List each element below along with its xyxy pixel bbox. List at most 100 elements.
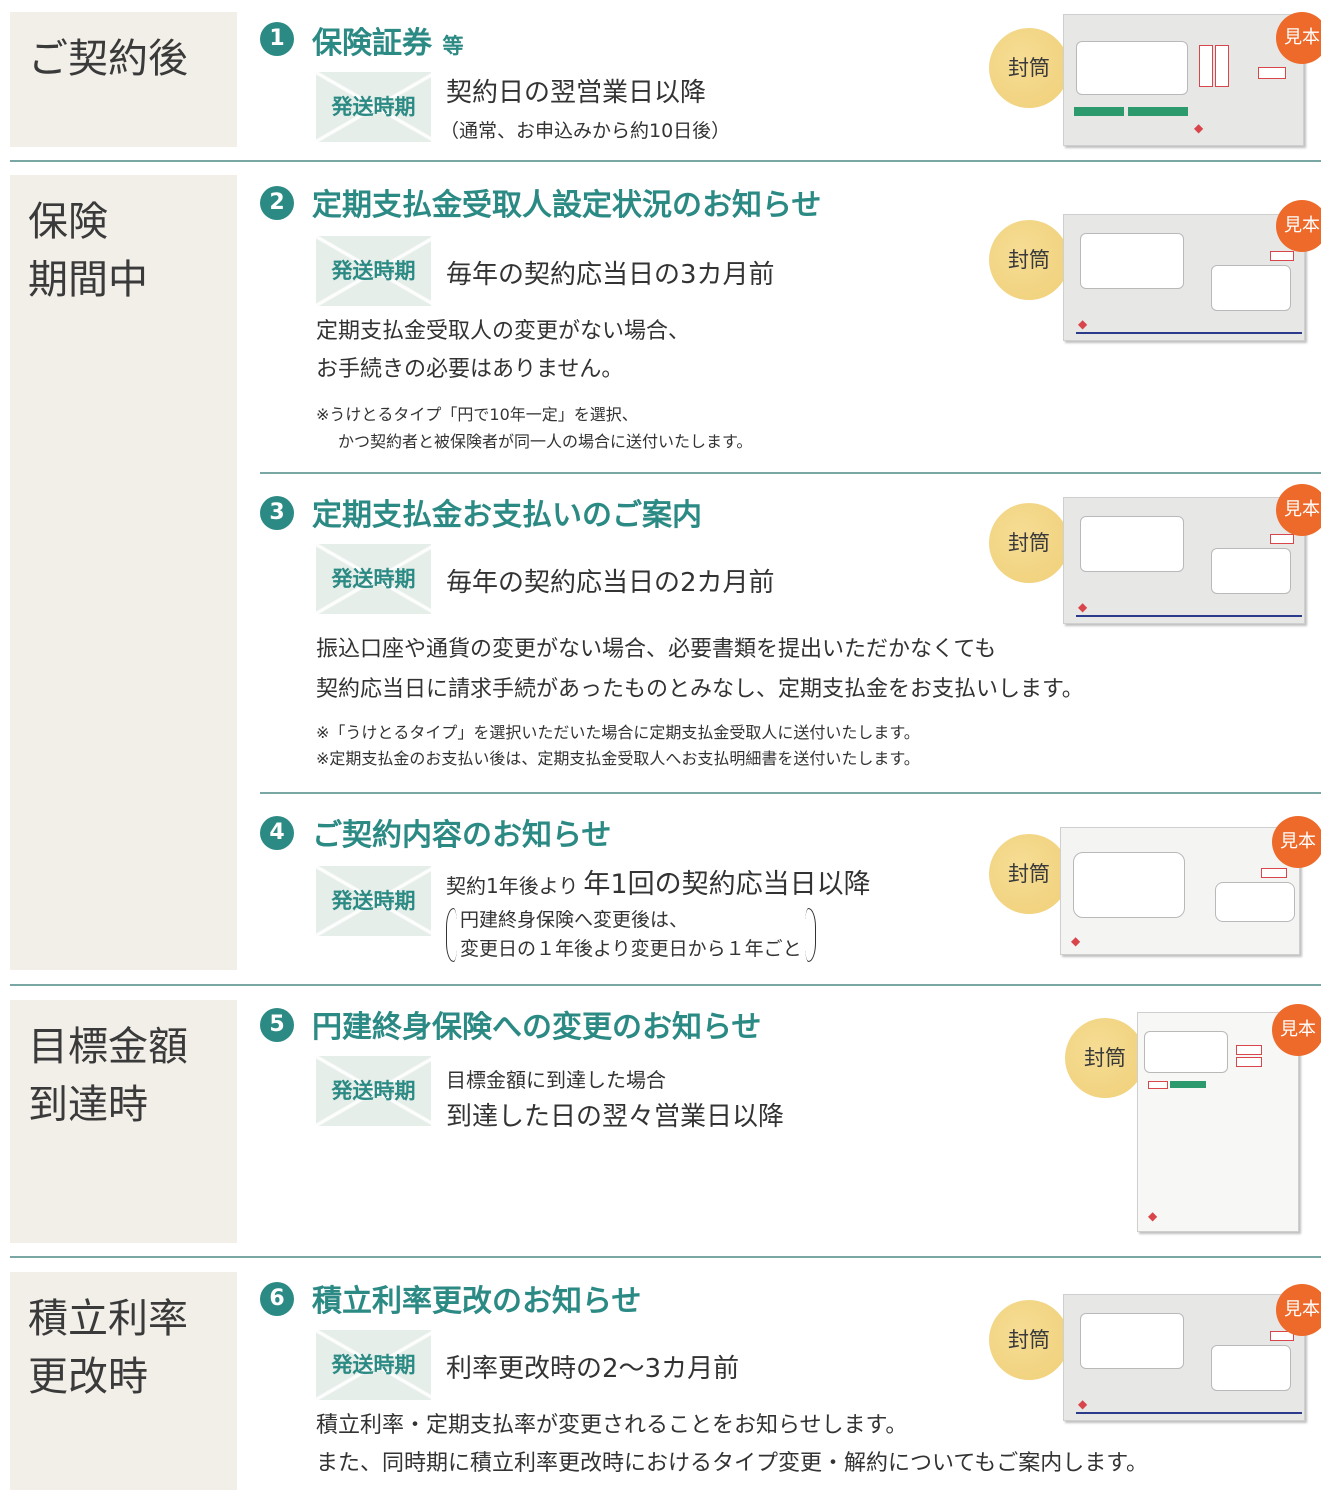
envelope-image: ◆ <box>1063 1294 1305 1421</box>
sample-badge: 見本 <box>1276 1284 1321 1336</box>
envelope-label: 封筒 <box>989 28 1069 108</box>
item-title: 定期支払金受取人設定状況のお知らせ <box>312 188 822 223</box>
send-timing-main: 年1回の契約応当日以降 <box>583 869 871 900</box>
section-label: ご契約後 <box>28 36 188 82</box>
envelope-image: ◆ <box>1060 827 1300 955</box>
send-timing-note: （通常、お申込みから約10日後） <box>440 120 731 142</box>
note-line: ※定期支払金のお支払い後は、定期支払金受取人へお支払明細書を送付いたします。 <box>316 749 920 768</box>
envelope-window <box>1080 516 1184 572</box>
envelope-green-label <box>1128 107 1188 116</box>
send-timing-prefix: 契約1年後より <box>446 874 579 898</box>
envelope-window <box>1211 548 1291 594</box>
body-line: お手続きの必要はありません。 <box>316 357 624 382</box>
body-line: また、同時期に積立利率更改時におけるタイプ変更・解約についてもご案内します。 <box>316 1451 1149 1476</box>
sample-badge: 見本 <box>1276 484 1321 536</box>
envelope-window <box>1073 852 1185 918</box>
envelope-window <box>1144 1031 1228 1073</box>
send-timing-value: 毎年の契約応当日の3カ月前 <box>446 260 775 290</box>
send-timing-badge: 発送時期 <box>316 236 431 306</box>
note-line: ※うけとるタイプ「円で10年一定」を選択、 <box>316 405 638 424</box>
item-number: 2 <box>260 186 294 220</box>
envelope-image: ◆ <box>1063 497 1305 624</box>
send-timing-value: 毎年の契約応当日の2カ月前 <box>446 568 775 598</box>
envelope-window <box>1215 882 1295 922</box>
company-logo-icon: ◆ <box>1071 934 1081 948</box>
body-line: 振込口座や通貨の変更がない場合、必要書類を提出いただかなくても <box>316 637 997 662</box>
send-timing-label: 発送時期 <box>331 1079 416 1103</box>
envelope-window <box>1080 233 1184 289</box>
envelope-green-label <box>1074 107 1124 116</box>
envelope-window <box>1080 1313 1184 1369</box>
envelope-window <box>1211 1345 1291 1391</box>
envelope-label: 封筒 <box>989 1300 1069 1380</box>
send-timing-prefix: 目標金額に到達した場合 <box>446 1068 666 1092</box>
envelope-stripe <box>1076 1412 1302 1414</box>
envelope-image: ◆ <box>1137 1012 1299 1232</box>
company-logo-icon: ◆ <box>1148 1209 1158 1223</box>
send-timing-badge: 発送時期 <box>316 1056 431 1126</box>
envelope-stamp <box>1148 1081 1168 1089</box>
send-timing-badge: 発送時期 <box>316 866 431 936</box>
section-during-period: 保険 期間中 <box>10 175 237 970</box>
note-line: かつ契約者と被保険者が同一人の場合に送付いたします。 <box>338 432 753 451</box>
send-timing-label: 発送時期 <box>331 567 416 591</box>
send-timing-label: 発送時期 <box>331 259 416 283</box>
paren-line: 円建終身保険へ変更後は、 <box>460 909 689 931</box>
envelope-image: ◆ <box>1063 14 1304 146</box>
sample-badge: 見本 <box>1272 1004 1321 1056</box>
body-line: 契約応当日に請求手続があったものとみなし、定期支払金をお支払いします。 <box>316 677 1084 702</box>
item-title: 保険証券 等 <box>312 18 463 62</box>
section-label: 目標金額 到達時 <box>28 1024 188 1128</box>
section-after-contract: ご契約後 <box>10 12 237 147</box>
envelope-stamp <box>1236 1045 1262 1055</box>
item-title: ご契約内容のお知らせ <box>312 818 612 853</box>
item-number: 6 <box>260 1282 294 1316</box>
parenthetical-note: 円建終身保険へ変更後は、 変更日の１年後より変更日から１年ごと <box>446 906 816 964</box>
envelope-label: 封筒 <box>1065 1018 1145 1098</box>
sample-badge: 見本 <box>1276 200 1321 252</box>
sample-badge: 見本 <box>1276 12 1321 64</box>
envelope-stamp <box>1270 534 1294 544</box>
section-label: 保険 期間中 <box>28 199 148 303</box>
item-title-text: 保険証券 <box>312 26 432 61</box>
company-logo-icon: ◆ <box>1194 121 1204 135</box>
envelope-stamp <box>1215 45 1229 87</box>
section-rate-revision: 積立利率 更改時 <box>10 1272 237 1490</box>
send-timing-badge: 発送時期 <box>316 1330 431 1400</box>
item-title: 定期支払金お支払いのご案内 <box>312 498 702 533</box>
section-divider <box>10 1256 1321 1258</box>
envelope-stamp <box>1270 1331 1294 1341</box>
send-timing-value: 到達した日の翌々営業日以降 <box>446 1102 785 1132</box>
company-logo-icon: ◆ <box>1078 1397 1088 1411</box>
section-divider <box>10 160 1321 162</box>
item-number: 1 <box>260 22 294 56</box>
body-line: 定期支払金受取人の変更がない場合、 <box>316 319 691 344</box>
item-number: 5 <box>260 1008 294 1042</box>
envelope-window <box>1211 265 1291 311</box>
section-target-reached: 目標金額 到達時 <box>10 1000 237 1243</box>
section-divider <box>10 984 1321 986</box>
envelope-stamp <box>1270 251 1294 261</box>
company-logo-icon: ◆ <box>1078 600 1088 614</box>
envelope-image: ◆ <box>1063 214 1305 341</box>
send-timing-label: 発送時期 <box>331 95 416 119</box>
envelope-stamp <box>1261 868 1287 878</box>
envelope-stamp <box>1236 1057 1262 1067</box>
envelope-stamp <box>1199 45 1213 87</box>
send-timing-value: 契約日の翌営業日以降 <box>446 78 707 108</box>
item-divider <box>260 792 1321 794</box>
send-timing-badge: 発送時期 <box>316 72 431 142</box>
item-divider <box>260 472 1321 474</box>
send-timing-label: 発送時期 <box>331 1353 416 1377</box>
envelope-label: 封筒 <box>989 220 1069 300</box>
envelope-stripe <box>1076 332 1302 334</box>
body-line: 積立利率・定期支払率が変更されることをお知らせします。 <box>316 1413 908 1438</box>
envelope-stripe <box>1076 615 1302 617</box>
envelope-green-label <box>1170 1081 1206 1088</box>
paren-line: 変更日の１年後より変更日から１年ごと <box>460 938 802 960</box>
item-number: 4 <box>260 816 294 850</box>
send-timing-badge: 発送時期 <box>316 544 431 614</box>
send-timing-label: 発送時期 <box>331 889 416 913</box>
envelope-stamp <box>1258 67 1286 79</box>
item-title: 円建終身保険への変更のお知らせ <box>312 1010 762 1045</box>
